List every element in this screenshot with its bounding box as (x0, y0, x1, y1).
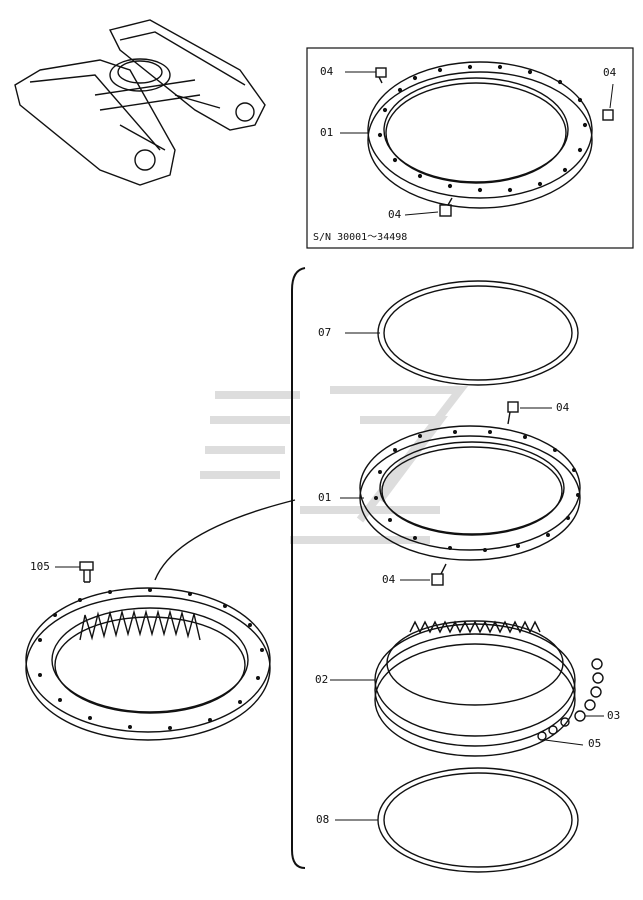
balls (574, 658, 604, 722)
inset-label-04-bottom: 04 (388, 208, 402, 221)
bolt-top (507, 401, 519, 425)
label-07: 07 (318, 326, 332, 339)
label-03: 03 (607, 709, 621, 722)
label-01: 01 (318, 491, 332, 504)
bolt-bottom (431, 563, 447, 586)
inset-label-04-top-left: 04 (320, 65, 334, 78)
inset-label-01: 01 (320, 126, 334, 139)
inset-label-04-top-right: 04 (603, 66, 617, 79)
assembly-connector (154, 499, 296, 581)
label-08: 08 (316, 813, 330, 826)
outer-race (359, 425, 581, 561)
assembly-bolt (79, 561, 94, 583)
label-105: 105 (30, 560, 50, 573)
watermark-logo (200, 386, 469, 544)
inset-frame (306, 47, 634, 249)
label-04-bottom: 04 (382, 573, 396, 586)
group-bracket (291, 267, 306, 869)
spacers (537, 717, 570, 741)
label-02: 02 (315, 673, 329, 686)
leader-05 (544, 739, 584, 746)
inner-race-gear (374, 620, 576, 757)
label-05: 05 (588, 737, 602, 750)
assembled-bearing (25, 587, 271, 741)
serial-number-note: S/N 30001～34498 (313, 232, 408, 243)
inset-bolt-top-left (375, 67, 387, 84)
inset-outer-ring (367, 61, 593, 209)
undercarriage-illustration (14, 19, 266, 186)
inset-bolt-bottom (439, 197, 453, 217)
label-04-top: 04 (556, 401, 570, 414)
seal-bottom (377, 767, 579, 873)
inset-leaders (340, 71, 614, 216)
seal-top (377, 280, 579, 386)
inset-bolt-top-right (602, 109, 614, 121)
